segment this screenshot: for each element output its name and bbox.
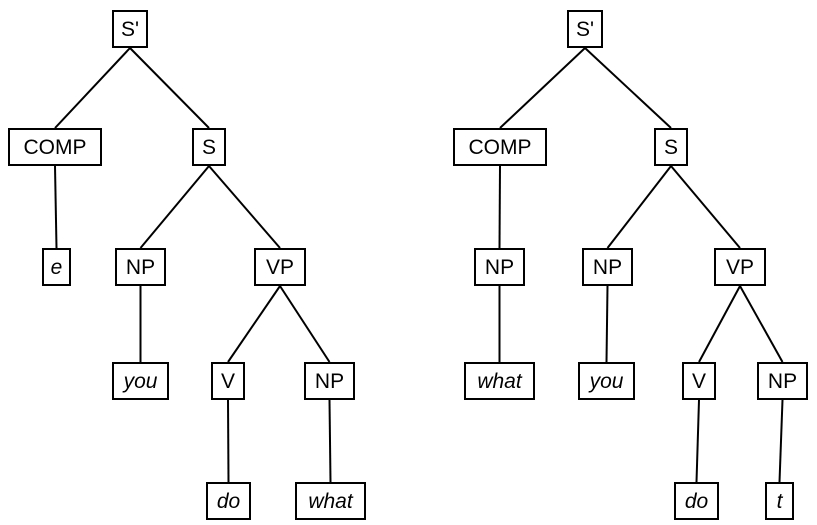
- tree-edge: [208, 165, 281, 249]
- tree-node-s: S': [112, 10, 148, 48]
- tree-node-what: what: [464, 362, 535, 400]
- tree-node-np: NP: [474, 248, 525, 286]
- tree-edge: [778, 399, 784, 483]
- tree-node-e: e: [42, 248, 71, 286]
- tree-node-you: you: [112, 362, 169, 400]
- tree-edge: [499, 47, 586, 129]
- tree-node-np: NP: [757, 362, 808, 400]
- tree-edge: [129, 47, 210, 129]
- tree-edge: [54, 165, 58, 249]
- tree-edge: [279, 285, 331, 363]
- tree-node-np: NP: [582, 248, 633, 286]
- tree-node-v: V: [211, 362, 245, 400]
- tree-node-comp: COMP: [8, 128, 102, 166]
- tree-node-do: do: [674, 482, 719, 520]
- tree-edge: [54, 47, 131, 129]
- tree-node-np: NP: [115, 248, 166, 286]
- tree-edge: [139, 165, 210, 249]
- tree-edge: [606, 165, 672, 249]
- tree-edge: [695, 399, 700, 483]
- tree-edge: [670, 165, 741, 249]
- tree-node-vp: VP: [714, 248, 766, 286]
- tree-node-v: V: [682, 362, 716, 400]
- tree-edge: [605, 285, 609, 363]
- tree-edge: [698, 285, 741, 363]
- tree-node-comp: COMP: [453, 128, 547, 166]
- tree-edge: [227, 285, 281, 363]
- tree-edge: [498, 165, 501, 249]
- tree-node-do: do: [206, 482, 251, 520]
- tree-edge: [227, 399, 230, 483]
- tree-edge: [739, 285, 784, 363]
- tree-node-s: S: [654, 128, 688, 166]
- tree-node-s: S': [567, 10, 603, 48]
- tree-node-t: t: [765, 482, 794, 520]
- tree-node-s: S: [192, 128, 226, 166]
- tree-node-what: what: [295, 482, 366, 520]
- tree-edge: [584, 47, 672, 129]
- tree-node-np: NP: [304, 362, 355, 400]
- tree-node-you: you: [578, 362, 635, 400]
- tree-edge: [328, 399, 332, 483]
- tree-node-vp: VP: [254, 248, 306, 286]
